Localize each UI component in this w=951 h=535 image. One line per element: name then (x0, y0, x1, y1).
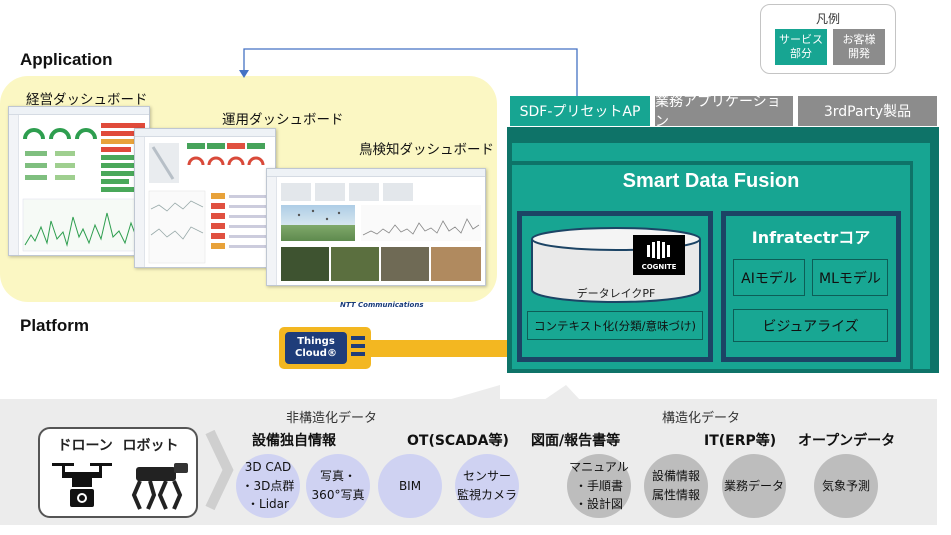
item-photo-360: 写真・ 360°写真 (306, 454, 370, 518)
legend-title: 凡例 (815, 12, 840, 26)
application-label: Application (20, 50, 113, 69)
ai-model-box: AIモデル (733, 259, 805, 296)
tab-3rdparty: 3rdParty製品 (798, 96, 937, 126)
tab-sdf-preset-ap: SDF-プリセットAP (510, 96, 650, 126)
cognite-logo: COGNITE (633, 235, 685, 275)
drone-robot-panel: ドローン ロボット (38, 427, 198, 518)
category-equipment-specific: 設備独自情報 (252, 433, 336, 449)
category-open-data: オープンデータ (798, 433, 896, 449)
sdf-title: Smart Data Fusion (622, 170, 800, 192)
ntt-communications-logo: NTT Communications (340, 301, 424, 309)
item-bim: BIM (378, 454, 442, 518)
infratectr-core-title: Infratectrコア (751, 228, 871, 247)
legend-custom-dev: お客様 開発 (833, 29, 885, 65)
sdf-right-strip (913, 143, 930, 369)
drone-icon (52, 463, 112, 507)
management-dashboard-screenshot (8, 106, 150, 256)
category-it-erp: IT(ERP等) (704, 433, 777, 449)
dashboard-title-management: 経営ダッシュボード (26, 92, 148, 108)
sdf-top-strip (512, 143, 930, 161)
item-weather-forecast: 気象予測 (814, 454, 878, 518)
item-sensor-camera: センサー 監視カメラ (455, 454, 519, 518)
bird-detection-dashboard-screenshot (266, 168, 486, 286)
item-business-data: 業務データ (722, 454, 786, 518)
dashboard-title-operations: 運用ダッシュボード (222, 112, 344, 128)
things-cloud-logo: Things Cloud® (279, 327, 371, 369)
item-3dcad-pointcloud-lidar: 3D CAD ・3D点群 ・Lidar (236, 454, 300, 518)
dashboard-title-bird-detection: 鳥検知ダッシュボード (359, 142, 494, 158)
contextualization-box: コンテキスト化(分類/意味づけ) (527, 311, 703, 340)
category-drawings-reports: 図面/報告書等 (531, 433, 621, 449)
drone-robot-label: ドローン ロボット (57, 438, 179, 454)
item-manual-procedure-design: マニュアル ・手順書 ・設計図 (567, 454, 631, 518)
platform-label: Platform (20, 316, 89, 335)
operations-dashboard-screenshot (134, 128, 276, 268)
legend-service-part: サービス 部分 (775, 29, 827, 65)
item-equipment-attribute-info: 設備情報 属性情報 (644, 454, 708, 518)
legend: 凡例 サービス 部分 お客様 開発 (760, 4, 896, 74)
structured-data-label: 構造化データ (662, 411, 741, 426)
datalake-label: データレイクPF (576, 287, 656, 300)
unstructured-data-label: 非構造化データ (286, 411, 378, 426)
category-ot-scada: OT(SCADA等) (407, 433, 509, 449)
robot-dog-icon (131, 463, 188, 510)
things-cloud-label: Things Cloud® (285, 332, 347, 364)
ml-model-box: MLモデル (812, 259, 888, 296)
visualize-box: ビジュアライズ (733, 309, 888, 342)
cognite-label: COGNITE (641, 263, 677, 271)
